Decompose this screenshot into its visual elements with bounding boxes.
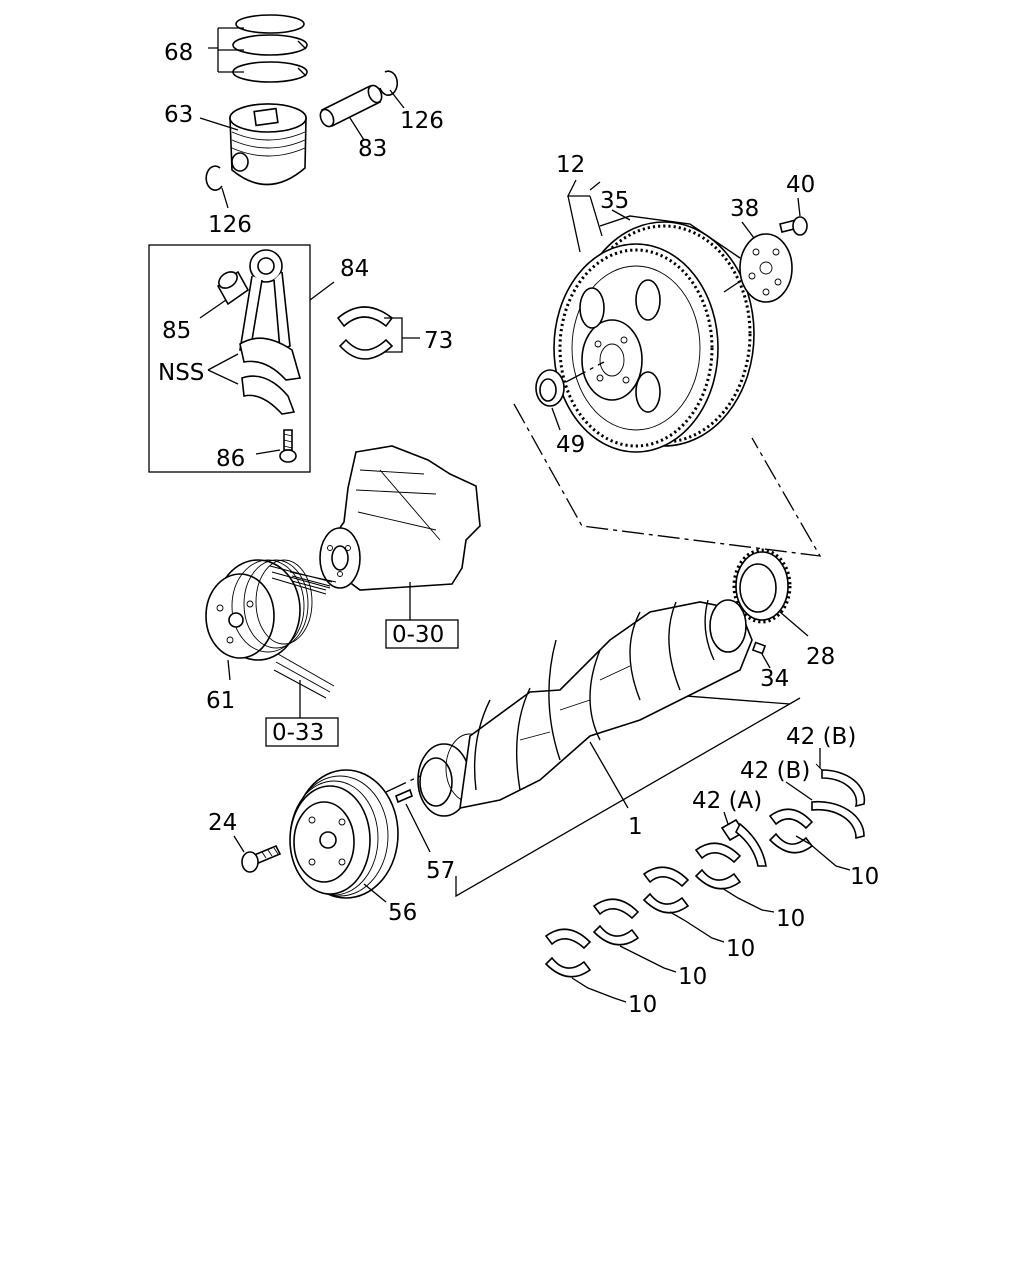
conrod-part bbox=[239, 249, 302, 415]
label-42b-1: 42 (B) bbox=[786, 724, 856, 750]
leader-85 bbox=[199, 299, 227, 319]
leader-40 bbox=[797, 197, 801, 217]
label-ref-033: 0-33 bbox=[272, 720, 324, 746]
ref-leader-033 bbox=[265, 680, 339, 747]
label-68: 68 bbox=[164, 40, 193, 66]
leader-73 bbox=[384, 317, 420, 353]
pilot-bearing-part bbox=[535, 361, 605, 407]
label-40: 40 bbox=[786, 172, 815, 198]
label-83: 83 bbox=[358, 136, 387, 162]
main-bearing-part-5 bbox=[768, 808, 851, 871]
leader-86 bbox=[255, 449, 281, 455]
water-pump-part bbox=[287, 445, 481, 591]
label-85: 85 bbox=[162, 318, 191, 344]
key-part-34 bbox=[751, 641, 767, 655]
snap-ring-part-lower bbox=[205, 165, 223, 191]
main-bearing-part-3 bbox=[642, 866, 725, 943]
label-61: 61 bbox=[206, 688, 235, 714]
crank-pulley-part bbox=[289, 769, 399, 899]
leader-83 bbox=[349, 117, 365, 141]
label-73: 73 bbox=[424, 328, 453, 354]
label-38: 38 bbox=[730, 196, 759, 222]
bushing-part-85 bbox=[216, 270, 250, 306]
thrust-washer-part-b2 bbox=[811, 800, 865, 840]
ref-leader-030 bbox=[385, 582, 459, 649]
label-56: 56 bbox=[388, 900, 417, 926]
leader-68 bbox=[208, 27, 244, 73]
leader-126-lower bbox=[221, 187, 229, 209]
label-34: 34 bbox=[760, 666, 789, 692]
conrod-bearing-part bbox=[336, 306, 394, 360]
label-84: 84 bbox=[340, 256, 369, 282]
gear-part-28 bbox=[732, 548, 792, 624]
leader-28 bbox=[779, 611, 809, 637]
bolt-part-24 bbox=[241, 844, 282, 873]
label-49: 49 bbox=[556, 432, 585, 458]
conrod-box bbox=[148, 244, 335, 473]
label-126-lower: 126 bbox=[208, 212, 252, 238]
label-10-4: 10 bbox=[776, 906, 805, 932]
plate-part-38 bbox=[739, 233, 793, 303]
label-nss: NSS bbox=[158, 360, 204, 386]
label-10-3: 10 bbox=[726, 936, 755, 962]
main-bearing-part-1 bbox=[544, 928, 627, 1003]
main-bearing-part-2 bbox=[592, 898, 677, 973]
label-42b-2: 42 (B) bbox=[740, 758, 810, 784]
label-57: 57 bbox=[426, 858, 455, 884]
thrust-washer-part-b1 bbox=[815, 763, 866, 808]
leader-63 bbox=[199, 117, 239, 131]
piston-rings-part bbox=[232, 14, 308, 83]
piston-part bbox=[229, 103, 307, 186]
flywheel-part bbox=[553, 215, 755, 453]
leader-34 bbox=[761, 653, 771, 669]
leader-24 bbox=[233, 835, 245, 853]
label-63: 63 bbox=[164, 102, 193, 128]
label-35: 35 bbox=[600, 188, 629, 214]
label-ref-030: 0-30 bbox=[392, 622, 444, 648]
label-24: 24 bbox=[208, 810, 237, 836]
bolt-part-86 bbox=[279, 429, 297, 463]
snap-ring-part-upper bbox=[379, 70, 399, 96]
leader-61 bbox=[227, 659, 231, 681]
label-10-2: 10 bbox=[678, 964, 707, 990]
bolt-part-40 bbox=[779, 216, 808, 236]
main-bearing-part-4 bbox=[694, 842, 775, 913]
leader-126-upper bbox=[389, 89, 405, 109]
label-42a: 42 (A) bbox=[692, 788, 762, 814]
label-10-5: 10 bbox=[850, 864, 879, 890]
leader-38 bbox=[723, 221, 755, 293]
dowel-part-57 bbox=[395, 788, 413, 804]
leader-49 bbox=[551, 407, 561, 431]
leader-42a bbox=[723, 811, 729, 825]
label-126-upper: 126 bbox=[400, 108, 444, 134]
piston-pin-part bbox=[319, 84, 383, 128]
leader-12-35 bbox=[566, 179, 631, 253]
leader-nss bbox=[207, 353, 239, 385]
label-10-1: 10 bbox=[628, 992, 657, 1018]
crankshaft-part bbox=[385, 599, 753, 817]
leader-1 bbox=[589, 741, 629, 809]
leader-57 bbox=[405, 803, 431, 853]
label-86: 86 bbox=[216, 446, 245, 472]
leader-56 bbox=[363, 883, 387, 903]
leader-42b-2 bbox=[785, 781, 813, 801]
label-12: 12 bbox=[556, 152, 585, 178]
label-1: 1 bbox=[628, 814, 643, 840]
label-28: 28 bbox=[806, 644, 835, 670]
thrust-washer-part-a bbox=[720, 818, 767, 867]
pulley-part-61 bbox=[205, 559, 335, 699]
